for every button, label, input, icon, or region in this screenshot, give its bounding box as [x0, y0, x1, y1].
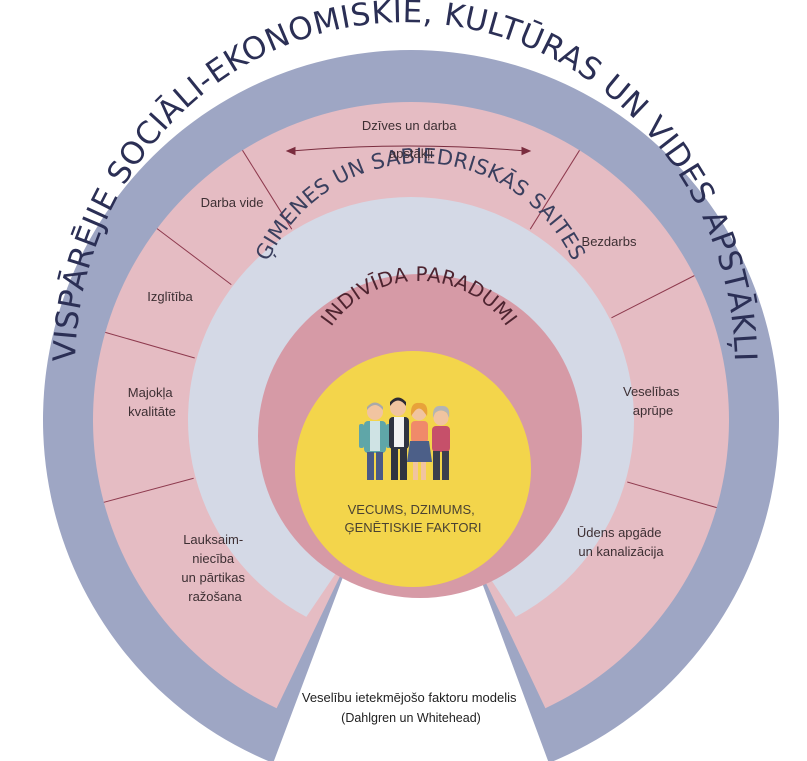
segment-divider-4	[242, 150, 293, 230]
segment-divider-2	[105, 331, 195, 359]
grandmother-figure	[432, 405, 450, 480]
grandfather-figure	[359, 402, 391, 480]
segment-divider-7	[627, 481, 717, 509]
father-figure	[389, 397, 409, 480]
mother-figure	[407, 402, 432, 480]
segment-agriculture: Lauksaim- niecība un pārtikas ražošana	[181, 532, 248, 604]
segment-water-sanitation: Ūdens apgāde un kanalizācija	[577, 525, 665, 559]
segment-divider-5	[529, 150, 580, 230]
segment-divider-1	[103, 477, 194, 503]
segment-work-environment: Darba vide	[201, 195, 264, 210]
segment-divider-6	[611, 275, 695, 319]
family-people-icon	[359, 397, 450, 480]
core-label: VECUMS, DZIMUMS, ĢENĒTISKIE FAKTORI	[344, 502, 481, 535]
segment-unemployment: Bezdarbs	[582, 234, 637, 249]
segment-healthcare: Veselības aprūpe	[623, 384, 683, 418]
double-arrow-icon	[285, 145, 532, 156]
segment-divider-3	[156, 228, 232, 285]
segment-living-working-conditions: Dzīves un darba apstākļi	[362, 118, 460, 161]
diagram-caption: Veselību ietekmējošo faktoru modelis (Da…	[302, 690, 520, 725]
segment-dividers	[103, 150, 717, 509]
segment-education: Izglītība	[147, 289, 193, 304]
segment-housing: Majokļa kvalitāte	[128, 385, 176, 419]
